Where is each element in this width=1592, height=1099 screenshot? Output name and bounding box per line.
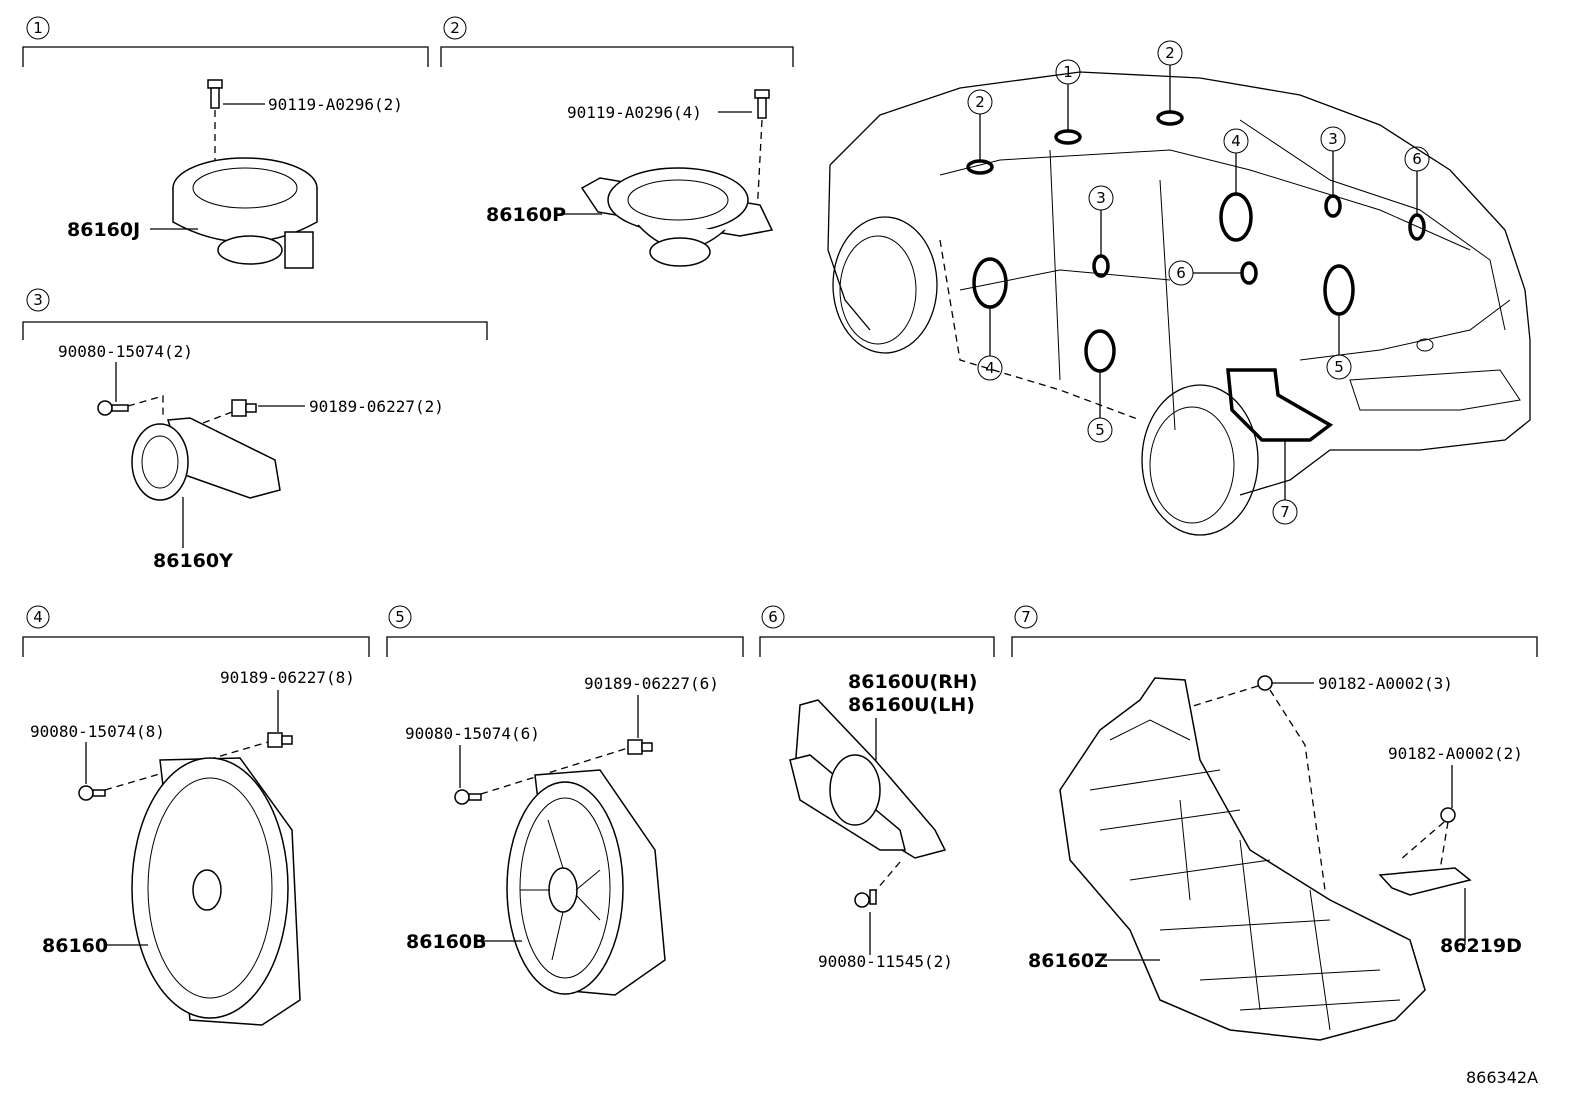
callout-5-b: 5 xyxy=(1095,421,1105,439)
callout-4-b: 4 xyxy=(985,359,995,377)
label-90182-A0002-3: 90182-A0002(3) xyxy=(1318,674,1453,693)
callout-3-b: 3 xyxy=(1328,130,1338,148)
label-90080-15074-8: 90080-15074(8) xyxy=(30,722,165,741)
vehicle-illustration: 1 2 2 3 3 4 4 5 5 6 6 7 xyxy=(827,40,1531,536)
section-3: 3 90080-15074(2) 90189-06227(2) 86160Y xyxy=(22,288,488,572)
label-90080-15074-2: 90080-15074(2) xyxy=(58,342,193,361)
amplifier-86160Z xyxy=(1059,677,1426,1041)
nut-icon xyxy=(1440,807,1456,823)
section-6-number: 6 xyxy=(768,608,778,626)
section-3-number: 3 xyxy=(33,291,43,309)
label-90080-11545-2: 90080-11545(2) xyxy=(818,952,953,971)
section-5-number: 5 xyxy=(395,608,405,626)
clip-icon xyxy=(627,739,653,755)
section-1-number: 1 xyxy=(33,19,43,37)
callout-6-a: 6 xyxy=(1176,264,1186,282)
part-86160: 86160 xyxy=(42,935,108,957)
speaker-86160 xyxy=(131,757,301,1026)
callout-5-a: 5 xyxy=(1334,358,1344,376)
screw-icon xyxy=(454,789,482,805)
label-90119-A0296-4: 90119-A0296(4) xyxy=(567,103,702,122)
clip-icon xyxy=(231,399,257,417)
part-86160P: 86160P xyxy=(486,204,566,226)
part-86160B: 86160B xyxy=(406,931,487,953)
label-90119-A0296-2: 90119-A0296(2) xyxy=(268,95,403,114)
speaker-86160Y xyxy=(131,417,281,501)
section-4: 4 90189-06227(8) 90080-15074(8) 86160 xyxy=(22,605,370,1026)
callout-3-a: 3 xyxy=(1096,189,1106,207)
part-86160Y: 86160Y xyxy=(153,550,233,572)
speaker-86160P xyxy=(580,167,774,267)
screw-icon xyxy=(78,785,106,801)
bolt-icon xyxy=(754,89,770,119)
bracket-86219D xyxy=(1378,867,1472,896)
label-90189-06227-6: 90189-06227(6) xyxy=(584,674,719,693)
nut-icon xyxy=(1257,675,1273,691)
section-7: 7 90182-A0002(3) 90182-A0002(2) 86219D 8… xyxy=(1011,605,1538,1041)
callout-7: 7 xyxy=(1280,503,1290,521)
reference-code: 866342A xyxy=(1466,1068,1538,1087)
clip-icon xyxy=(267,732,293,748)
callout-1: 1 xyxy=(1063,63,1073,81)
label-86160U-RH: 86160U(RH) xyxy=(848,671,977,693)
screw-icon xyxy=(97,400,129,416)
section-2: 2 90119-A0296(4) 86160P xyxy=(440,16,794,267)
bolt-icon xyxy=(207,79,223,109)
section-7-number: 7 xyxy=(1021,608,1031,626)
section-5: 5 90189-06227(6) 90080-15074(6) 86160B xyxy=(386,605,744,996)
label-90189-06227-2: 90189-06227(2) xyxy=(309,397,444,416)
callout-4-a: 4 xyxy=(1231,132,1241,150)
part-86219D: 86219D xyxy=(1440,935,1522,957)
speaker-86160J xyxy=(172,157,318,269)
speaker-86160B xyxy=(506,769,666,996)
section-1: 1 90119-A0296(2) 86160J xyxy=(22,16,429,269)
label-90189-06227-8: 90189-06227(8) xyxy=(220,668,355,687)
speaker-86160U xyxy=(789,699,947,859)
section-6: 6 86160U(RH) 86160U(LH) 90080-11545(2) xyxy=(759,605,995,971)
part-86160Z: 86160Z xyxy=(1028,950,1108,972)
label-90182-A0002-2: 90182-A0002(2) xyxy=(1388,744,1523,763)
label-86160U-LH: 86160U(LH) xyxy=(848,694,975,716)
section-2-number: 2 xyxy=(450,19,460,37)
callout-2-b: 2 xyxy=(975,93,985,111)
part-86160J: 86160J xyxy=(67,219,140,241)
section-4-number: 4 xyxy=(33,608,43,626)
callout-2-a: 2 xyxy=(1165,44,1175,62)
callout-6-b: 6 xyxy=(1412,150,1422,168)
screw-icon xyxy=(854,889,877,908)
label-90080-15074-6: 90080-15074(6) xyxy=(405,724,540,743)
